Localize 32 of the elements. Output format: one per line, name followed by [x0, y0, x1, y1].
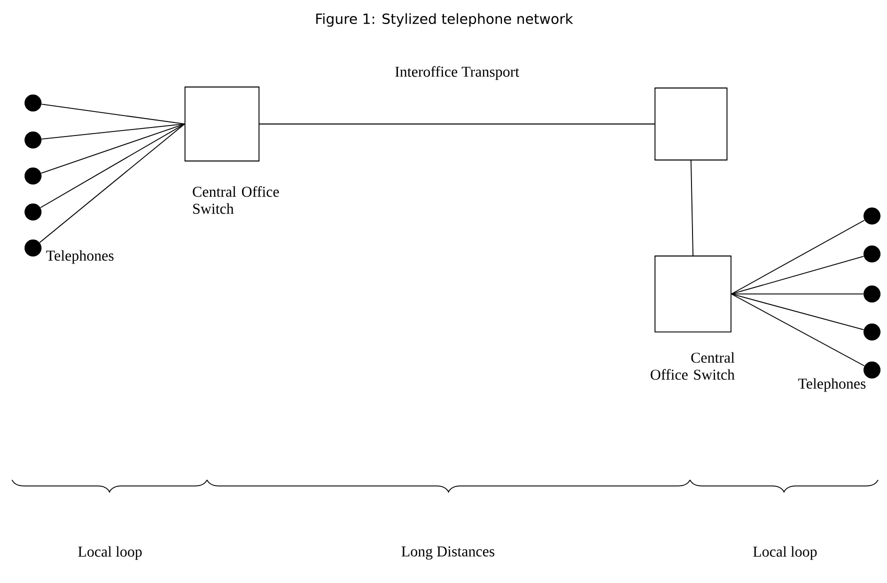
connector-line [41, 104, 185, 124]
connector-line [731, 294, 864, 330]
connector-line [731, 220, 865, 294]
section-label: Local loop [753, 546, 817, 560]
switch-box [184, 86, 260, 162]
switch-caption: Central Office Switch [650, 352, 735, 380]
telephone-dot [24, 239, 42, 256]
telephone-dot [864, 361, 880, 378]
section-label: Long Distances [402, 546, 494, 560]
title: Figure 1: Stylized telephone network [316, 13, 574, 27]
telephone-dot [24, 204, 42, 220]
telephone-dot [864, 246, 880, 262]
telephones-label: Telephones [798, 378, 866, 392]
connector-line [41, 124, 185, 140]
switch-caption: Central Office Switch [192, 186, 279, 214]
telephone-dot [24, 168, 42, 184]
section-label: Local loop [78, 546, 142, 560]
telephone-dot [24, 94, 42, 112]
edge-label: Interoffice Transport [394, 65, 520, 81]
telephones-label: Telephones [46, 250, 114, 264]
telephone-dot [24, 132, 42, 148]
connector-line [731, 294, 865, 366]
connector-line [731, 256, 864, 294]
telephone-dot [864, 208, 880, 224]
connector-line [39, 124, 185, 243]
telephone-dot [864, 285, 880, 302]
telephone-dot [864, 323, 880, 340]
connector-line [40, 124, 185, 208]
connector-line [40, 124, 185, 174]
connector-line [690, 160, 694, 256]
switch-box [654, 88, 728, 160]
switch-box [654, 256, 732, 332]
